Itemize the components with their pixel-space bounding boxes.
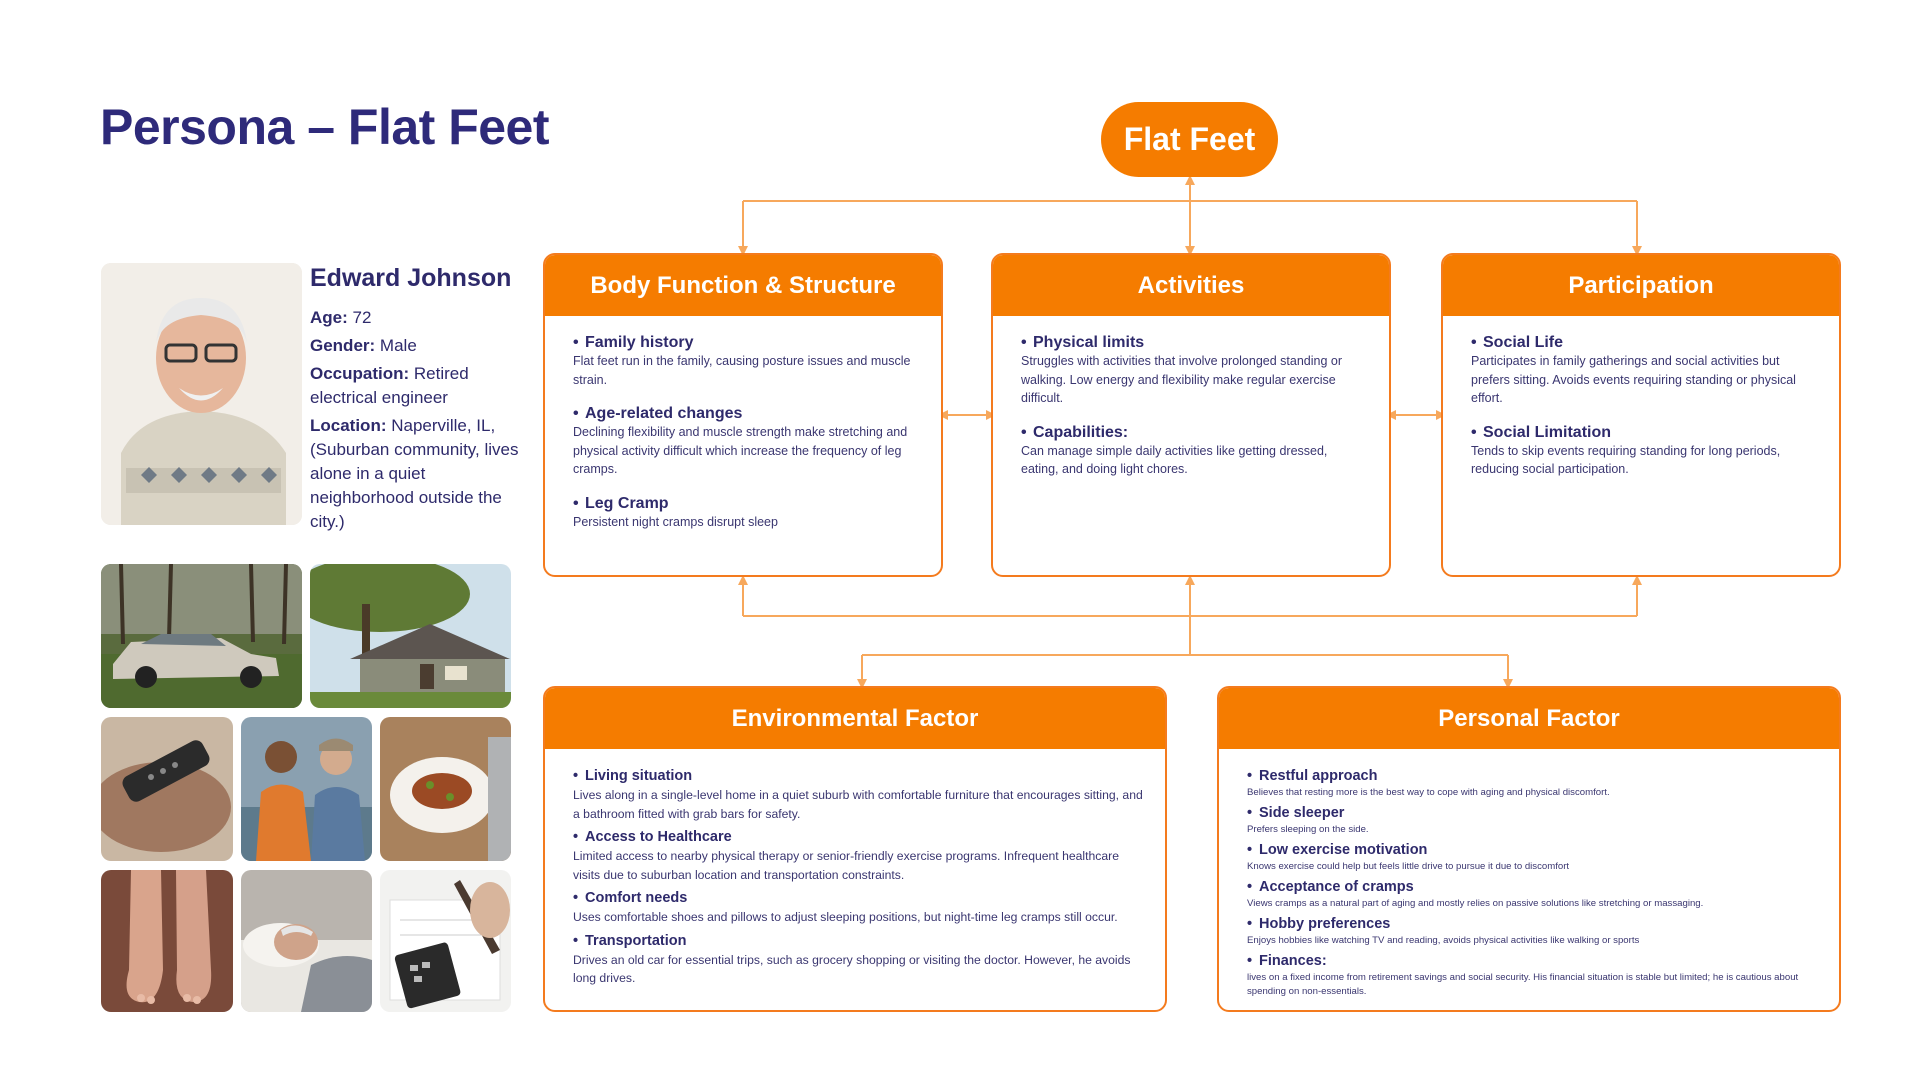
item-description: Tends to skip events requiring standing …: [1471, 443, 1781, 477]
item-title: Comfort needs: [573, 889, 1143, 908]
item-description: Lives along in a single-level home in a …: [573, 788, 1143, 821]
list-item: Access to Healthcare Limited access to n…: [573, 828, 1143, 884]
card-header: Environmental Factor: [545, 688, 1165, 749]
item-title: Social Limitation: [1471, 424, 1817, 442]
item-description: Participates in family gatherings and so…: [1471, 354, 1796, 405]
card-header: Activities: [993, 255, 1389, 316]
occupation-value: Retired electrical engineer: [310, 364, 469, 407]
item-title: Acceptance of cramps: [1247, 878, 1825, 897]
list-item: Transportation Drives an old car for ess…: [573, 932, 1143, 988]
card-personal-factor: Personal Factor Restful approach Believe…: [1217, 686, 1841, 1012]
item-description: Drives an old car for essential trips, s…: [573, 952, 1131, 986]
finances-photo: [380, 870, 511, 1012]
location-label: Location:: [310, 416, 387, 435]
item-title: Access to Healthcare: [573, 828, 1143, 847]
list-item: Age-related changes Declining flexibilit…: [573, 405, 919, 479]
item-title: Finances:: [1247, 952, 1825, 971]
persona-age: Age: 72: [310, 306, 525, 330]
persona-portrait-photo: [101, 263, 302, 525]
occupation-label: Occupation:: [310, 364, 410, 383]
card-environmental-factor: Environmental Factor Living situation Li…: [543, 686, 1167, 1012]
item-title: Physical limits: [1021, 334, 1367, 352]
card-header: Personal Factor: [1219, 688, 1839, 749]
persona-occupation: Occupation: Retired electrical engineer: [310, 362, 525, 410]
item-title: Living situation: [573, 767, 1143, 786]
item-description: Prefers sleeping on the side.: [1247, 824, 1369, 835]
card-participation: Participation Social Life Participates i…: [1441, 253, 1841, 577]
gender-value: Male: [379, 336, 417, 355]
item-title: Low exercise motivation: [1247, 841, 1825, 860]
list-item: Comfort needs Uses comfortable shoes and…: [573, 889, 1143, 927]
list-item: Living situation Lives along in a single…: [573, 767, 1143, 823]
item-description: Flat feet run in the family, causing pos…: [573, 354, 911, 387]
list-item: Restful approach Believes that resting m…: [1247, 767, 1825, 800]
item-title: Leg Cramp: [573, 495, 919, 513]
list-item: Finances: lives on a fixed income from r…: [1247, 952, 1825, 999]
meal-photo: [380, 717, 511, 861]
item-description: Enjoys hobbies like watching TV and read…: [1247, 935, 1640, 946]
item-title: Age-related changes: [573, 405, 919, 423]
car-photo: [101, 564, 302, 708]
list-item: Acceptance of cramps Views cramps as a n…: [1247, 878, 1825, 911]
item-description: Declining flexibility and muscle strengt…: [573, 425, 908, 476]
item-title: Restful approach: [1247, 767, 1825, 786]
card-header: Body Function & Structure: [545, 255, 941, 316]
item-description: Limited access to nearby physical therap…: [573, 849, 1119, 882]
sleeping-photo: [241, 870, 372, 1012]
item-description: Views cramps as a natural part of aging …: [1247, 898, 1704, 909]
persona-name: Edward Johnson: [310, 264, 512, 292]
item-description: Believes that resting more is the best w…: [1247, 787, 1610, 798]
list-item: Hobby preferences Enjoys hobbies like wa…: [1247, 915, 1825, 948]
page-title: Persona – Flat Feet: [100, 99, 550, 155]
card-body-function: Body Function & Structure Family history…: [543, 253, 943, 577]
list-item: Social Limitation Tends to skip events r…: [1471, 424, 1817, 479]
item-title: Family history: [573, 334, 919, 352]
list-item: Social Life Participates in family gathe…: [1471, 334, 1817, 408]
location-value: Naperville, IL, (Suburban community, liv…: [310, 416, 519, 531]
persona-details: Edward Johnson Age: 72 Gender: Male Occu…: [310, 262, 525, 538]
house-photo: [310, 564, 511, 708]
feet-photo: [101, 870, 233, 1012]
list-item: Low exercise motivation Knows exercise c…: [1247, 841, 1825, 874]
item-description: Persistent night cramps disrupt sleep: [573, 514, 778, 529]
tv-remote-photo: [101, 717, 233, 861]
list-item: Capabilities: Can manage simple daily ac…: [1021, 424, 1367, 479]
list-item: Physical limits Struggles with activitie…: [1021, 334, 1367, 408]
item-description: Uses comfortable shoes and pillows to ad…: [573, 910, 1118, 924]
item-description: Struggles with activities that involve p…: [1021, 354, 1343, 405]
root-node-flat-feet: Flat Feet: [1101, 102, 1278, 177]
age-value: 72: [352, 308, 372, 327]
gender-label: Gender:: [310, 336, 376, 355]
card-header: Participation: [1443, 255, 1839, 316]
friends-photo: [241, 717, 372, 861]
list-item: Side sleeper Prefers sleeping on the sid…: [1247, 804, 1825, 837]
item-description: Knows exercise could help but feels litt…: [1247, 861, 1570, 872]
list-item: Leg Cramp Persistent night cramps disrup…: [573, 495, 919, 532]
item-title: Social Life: [1471, 334, 1817, 352]
item-description: lives on a fixed income from retirement …: [1247, 972, 1799, 997]
card-activities: Activities Physical limits Struggles wit…: [991, 253, 1391, 577]
persona-gender: Gender: Male: [310, 334, 525, 358]
list-item: Family history Flat feet run in the fami…: [573, 334, 919, 389]
item-title: Hobby preferences: [1247, 915, 1825, 934]
age-label: Age:: [310, 308, 348, 327]
item-title: Transportation: [573, 932, 1143, 951]
item-title: Capabilities:: [1021, 424, 1367, 442]
item-title: Side sleeper: [1247, 804, 1825, 823]
item-description: Can manage simple daily activities like …: [1021, 443, 1328, 477]
persona-location: Location: Naperville, IL, (Suburban comm…: [310, 414, 525, 534]
